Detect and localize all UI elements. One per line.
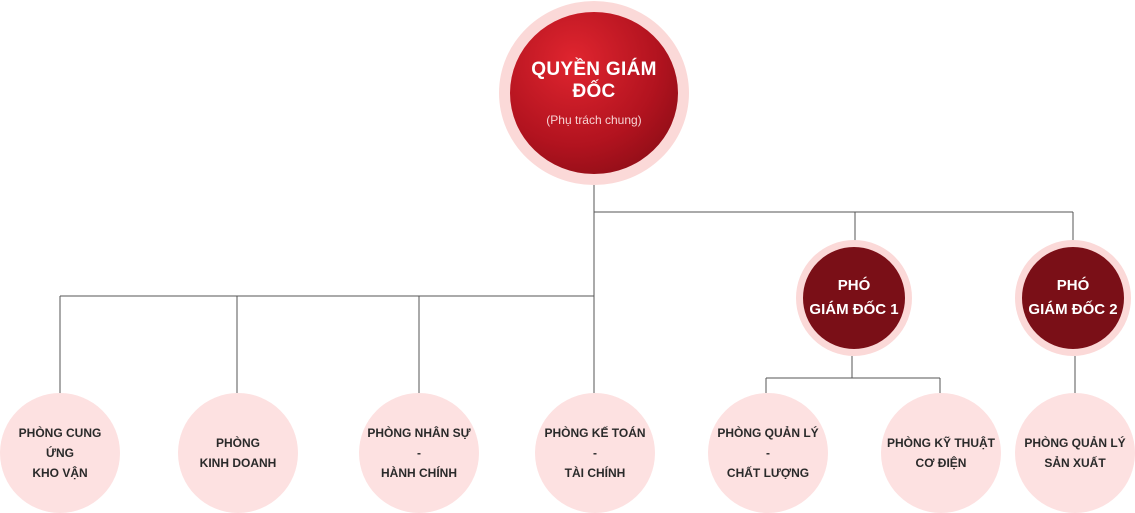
vice-director-label-line1: PHÓ: [1056, 277, 1090, 294]
department-label-line1: PHÒNG QUẢN LÝ -: [717, 426, 819, 460]
department-node-accounting-finance: PHÒNG KẾ TOÁN - TÀI CHÍNH: [535, 393, 655, 513]
department-node-mechanical-electrical: PHÒNG KỸ THUẬT CƠ ĐIỆN: [881, 393, 1001, 513]
vice-director-label-line2: GIÁM ĐỐC 1: [809, 301, 899, 318]
department-label-line1: PHÒNG KỸ THUẬT: [887, 436, 995, 450]
director-node: QUYỀN GIÁM ĐỐC (Phụ trách chung): [499, 1, 689, 185]
department-node-sales: PHÒNG KINH DOANH: [178, 393, 298, 513]
department-node-production-management: PHÒNG QUẢN LÝ SẢN XUẤT: [1015, 393, 1135, 513]
department-label-line2: KHO VẬN: [32, 466, 88, 480]
department-node-quality-management: PHÒNG QUẢN LÝ - CHẤT LƯỢNG: [708, 393, 828, 513]
department-node-hr-admin: PHÒNG NHÂN SỰ - HÀNH CHÍNH: [359, 393, 479, 513]
department-label-line1: PHÒNG QUẢN LÝ: [1024, 436, 1126, 450]
department-label-line2: TÀI CHÍNH: [564, 466, 626, 480]
director-subtitle: (Phụ trách chung): [546, 113, 642, 127]
vice-director-1-node: PHÓ GIÁM ĐỐC 1: [796, 240, 912, 356]
department-label-line2: KINH DOANH: [199, 456, 277, 470]
director-title: QUYỀN GIÁM ĐỐC: [531, 59, 657, 102]
department-label-line1: PHÒNG NHÂN SỰ -: [367, 426, 471, 460]
department-label-line2: CHẤT LƯỢNG: [726, 466, 810, 480]
department-label-line2: SẢN XUẤT: [1044, 456, 1106, 470]
department-label-line2: HÀNH CHÍNH: [381, 466, 457, 480]
department-label-line1: PHÒNG: [215, 436, 260, 450]
vice-director-2-node: PHÓ GIÁM ĐỐC 2: [1015, 240, 1131, 356]
vice-director-label-line1: PHÓ: [837, 277, 871, 294]
department-node-supply-warehouse: PHÒNG CUNG ỨNG KHO VẬN: [0, 393, 120, 513]
department-label-line1: PHÒNG CUNG ỨNG: [18, 426, 102, 460]
department-label-line1: PHÒNG KẾ TOÁN -: [544, 426, 646, 460]
department-label-line2: CƠ ĐIỆN: [915, 456, 967, 470]
vice-director-label-line2: GIÁM ĐỐC 2: [1028, 301, 1118, 318]
